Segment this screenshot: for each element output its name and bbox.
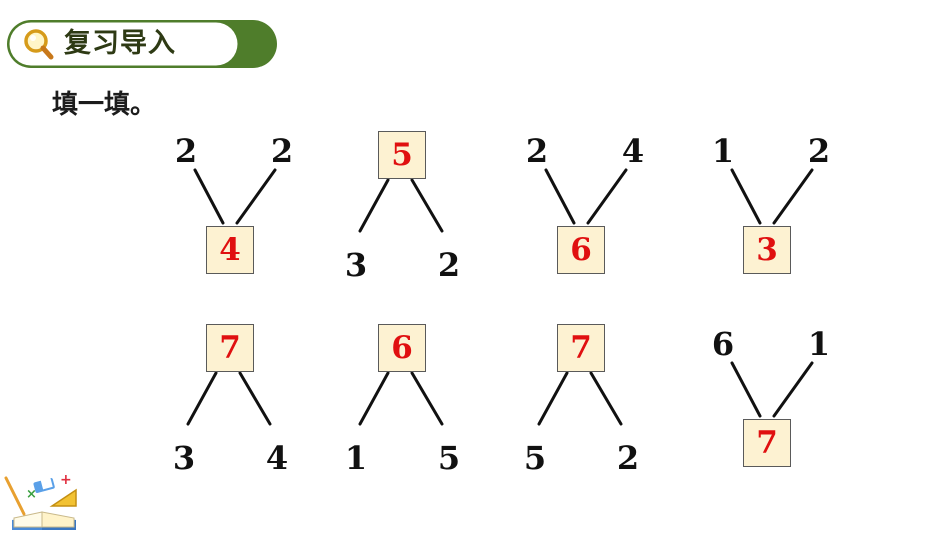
part-number: 1 (807, 325, 831, 363)
connector-line (772, 168, 814, 225)
svg-text:+: + (60, 472, 72, 488)
answer-box: 3 (743, 226, 791, 274)
title-banner: 复习导入 (6, 19, 278, 69)
page-title: 复习导入 (64, 28, 176, 59)
title-pill-shape (7, 20, 277, 68)
connector-line (358, 371, 390, 426)
connector-line (544, 168, 576, 225)
part-number: 6 (711, 325, 735, 363)
connector-line (410, 178, 444, 233)
part-number: 5 (523, 439, 547, 477)
connector-line (772, 361, 814, 418)
connector-line (730, 361, 762, 418)
connector-line (586, 168, 628, 225)
answer-box: 6 (378, 324, 426, 372)
answer-box: 6 (557, 226, 605, 274)
part-number: 3 (344, 246, 368, 284)
part-number: 2 (807, 132, 831, 170)
part-number: 2 (174, 132, 198, 170)
svg-text:×: × (26, 487, 37, 502)
connector-line (410, 371, 444, 426)
part-number: 1 (344, 439, 368, 477)
math-tools-book-icon: × + (4, 472, 77, 530)
part-number: 4 (621, 132, 645, 170)
part-number: 1 (711, 132, 735, 170)
connector-line (235, 168, 277, 225)
part-number: 4 (265, 439, 289, 477)
answer-box: 4 (206, 226, 254, 274)
instruction-text: 填一填。 (52, 90, 157, 120)
connector-line (186, 371, 218, 426)
answer-box: 5 (378, 131, 426, 179)
connector-line (730, 168, 762, 225)
magnifier-icon (24, 29, 54, 60)
connector-line (238, 371, 272, 426)
answer-box: 7 (743, 419, 791, 467)
answer-box: 7 (206, 324, 254, 372)
connector-line (358, 178, 390, 233)
part-number: 2 (525, 132, 549, 170)
answer-box: 7 (557, 324, 605, 372)
part-number: 2 (270, 132, 294, 170)
part-number: 2 (437, 246, 461, 284)
part-number: 2 (616, 439, 640, 477)
connector-line (537, 371, 569, 426)
part-number: 5 (437, 439, 461, 477)
connector-line (589, 371, 623, 426)
part-number: 3 (172, 439, 196, 477)
connector-line (193, 168, 225, 225)
